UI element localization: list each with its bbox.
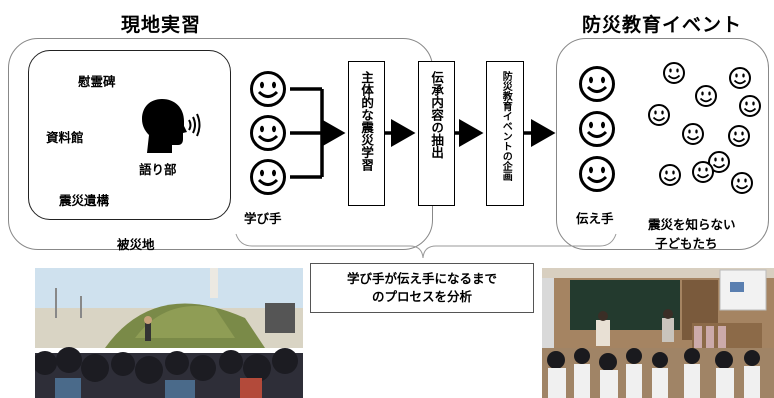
step-active-learning: 主体的な震災学習 bbox=[348, 61, 385, 206]
step-plan-event: 防災教育イベントの企画 bbox=[486, 61, 524, 206]
children-label-line1: 震災を知らない bbox=[648, 217, 736, 232]
disaster-area-label: 被災地 bbox=[117, 237, 155, 252]
teller-face-icon bbox=[579, 111, 615, 147]
memorial-label: 慰霊碑 bbox=[78, 74, 116, 89]
step-active-learning-text: 主体的な震災学習 bbox=[359, 71, 375, 171]
step-extract-content-text: 伝承内容の抽出 bbox=[429, 71, 445, 159]
teller-face-icon bbox=[579, 156, 615, 192]
analysis-note: 学び手が伝え手になるまで のプロセスを分析 bbox=[310, 263, 534, 313]
storyteller-label: 語り部 bbox=[139, 162, 177, 177]
ruins-label: 震災遺構 bbox=[59, 193, 110, 208]
speaking-person-icon bbox=[142, 99, 201, 153]
learner-face-icon bbox=[250, 115, 286, 151]
event-outer-frame bbox=[556, 38, 769, 250]
children-faces-group bbox=[648, 62, 761, 194]
fieldwork-title: 現地実習 bbox=[121, 14, 202, 36]
event-photo bbox=[542, 268, 774, 398]
event-title: 防災教育イベント bbox=[582, 14, 743, 36]
step-plan-event-text: 防災教育イベントの企画 bbox=[500, 71, 512, 181]
disaster-site-box bbox=[28, 50, 231, 220]
archive-label: 資料館 bbox=[46, 130, 84, 145]
learner-face-icon bbox=[250, 71, 286, 107]
step-extract-content: 伝承内容の抽出 bbox=[418, 61, 455, 206]
analysis-note-line1: 学び手が伝え手になるまで bbox=[346, 270, 497, 286]
fieldwork-photo bbox=[35, 268, 303, 398]
learner-face-icon bbox=[250, 159, 286, 195]
children-label-line2: 子どもたち bbox=[655, 236, 718, 251]
tellers-label: 伝え手 bbox=[576, 211, 614, 226]
teller-face-icon bbox=[579, 66, 615, 102]
analysis-note-line2: のプロセスを分析 bbox=[371, 289, 472, 304]
learners-label: 学び手 bbox=[244, 211, 282, 226]
